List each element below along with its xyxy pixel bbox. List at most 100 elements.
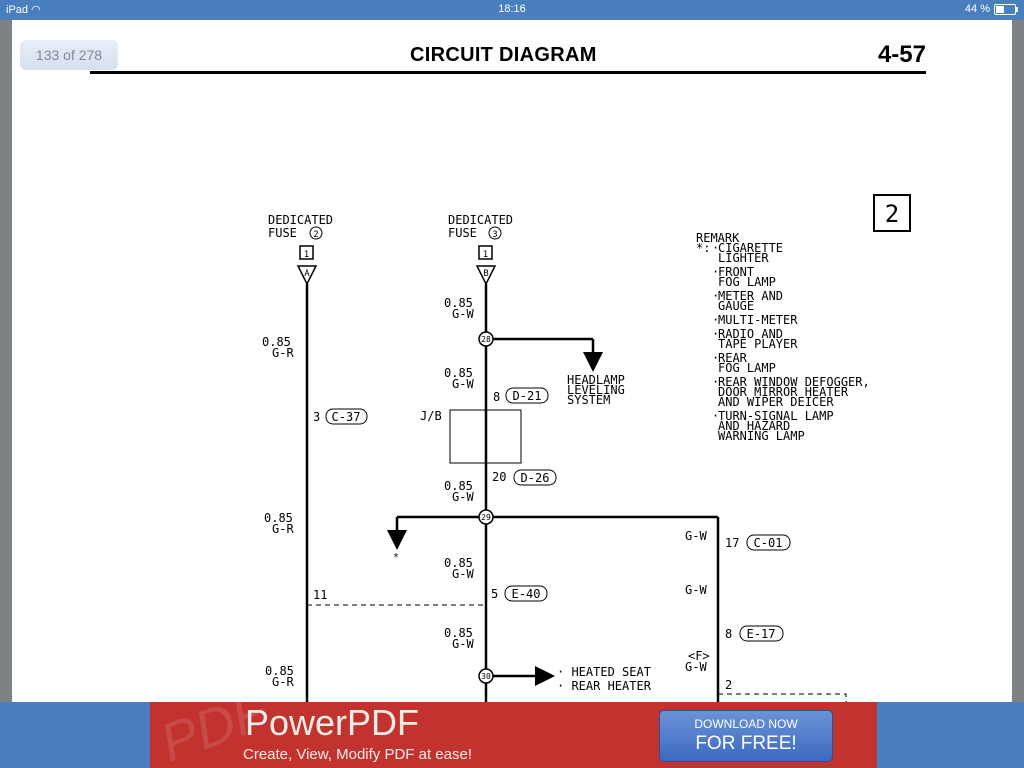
battery-percent: 44 %: [964, 3, 990, 15]
pdf-page[interactable]: [12, 20, 1012, 702]
wire-size-label: 0.85: [264, 511, 293, 525]
wire-color-label: G-R: [272, 675, 294, 689]
connector-id-box: [513, 469, 557, 486]
junction-block-box: [449, 409, 522, 464]
connector-id: C-01: [754, 536, 783, 550]
headlamp-label: LEVELING: [567, 383, 625, 397]
remark-marker: *:: [696, 241, 710, 255]
wire-size-label: 0.85: [444, 366, 473, 380]
remark-item: ·METER AND: [712, 289, 783, 303]
connector-id: C-37: [332, 410, 361, 424]
connector-pin: 17: [725, 536, 739, 550]
fuse-b-label-2: FUSE: [448, 226, 477, 240]
fuse-a-connector: 1: [304, 250, 309, 260]
headlamp-label: SYSTEM: [567, 393, 610, 407]
shield-dashed-line-right: [718, 693, 847, 702]
sheet-number: 2: [885, 200, 899, 228]
wire-size-label: 0.85: [444, 626, 473, 640]
download-button[interactable]: DOWNLOAD NOW FOR FREE!: [659, 710, 833, 762]
remark-item: ·CIGARETTE: [712, 241, 783, 255]
connector-pin: 3: [313, 410, 320, 424]
junction-block-label: J/B: [420, 409, 442, 423]
download-button-line2: FOR FREE!: [695, 733, 797, 754]
junction-28: [478, 331, 494, 347]
document-page-number: 4-57: [877, 41, 926, 68]
remark-item: FOG LAMP: [718, 361, 776, 375]
remark-item: GAUGE: [718, 299, 754, 313]
connector-id-box: [746, 534, 791, 551]
remark-item: LIGHTER: [718, 251, 769, 265]
remark-item: FOG LAMP: [718, 275, 776, 289]
wire-size-label: 0.85: [444, 479, 473, 493]
fuse-b-label-1: DEDICATED: [448, 213, 513, 227]
wire-color-label: G-W: [452, 490, 474, 504]
asterisk-marker: *: [393, 552, 399, 563]
connector-id: E-40: [512, 587, 541, 601]
remark-item: ·FRONT: [712, 265, 754, 279]
junction-30: [478, 668, 494, 684]
remark-item: ·REAR: [712, 351, 748, 365]
wire-size-label: 0.85: [262, 335, 291, 349]
remark-title: REMARK: [696, 231, 740, 245]
wire-color-label: G-R: [272, 522, 294, 536]
fuse-b-number-circle: [488, 226, 502, 240]
wire-size-label: 0.85: [444, 296, 473, 310]
connector-pin: 8: [493, 390, 500, 404]
remark-item: ·REAR WINDOW DEFOGGER,: [712, 375, 870, 389]
remark-item: DOOR MIRROR HEATER: [718, 385, 849, 399]
wire-color-label: G-W: [685, 660, 707, 674]
fuse-a-connector-box: [299, 245, 314, 260]
connector-id-box: [739, 625, 784, 642]
connector-id-box: [505, 387, 549, 404]
fuse-a-terminal: A: [304, 269, 310, 279]
connector-id: E-17: [747, 627, 776, 641]
connector-pin: 5: [491, 587, 498, 601]
connector-pin: 20: [492, 470, 506, 484]
fuse-b-connector-box: [478, 245, 493, 260]
wire-note-f: <F>: [688, 649, 710, 663]
wire-color-label: G-W: [452, 377, 474, 391]
sheet-number-box: [873, 194, 911, 232]
fuse-b-connector: 1: [483, 250, 488, 260]
wire-color-label: G-W: [685, 529, 707, 543]
remark-item: TAPE PLAYER: [718, 337, 798, 351]
status-bar: iPad ◠ 18:16 44 %: [0, 0, 1024, 20]
junction-30-label: 30: [481, 672, 491, 681]
connector-pin: 11: [313, 588, 327, 602]
remark-item: WARNING LAMP: [718, 429, 805, 443]
remark-item: AND WIPER DEICER: [718, 395, 834, 409]
remark-item: AND HAZARD: [718, 419, 790, 433]
wire-size-label: 0.85: [444, 556, 473, 570]
remark-item: ·MULTI-METER: [712, 313, 798, 327]
clock: 18:16: [498, 3, 526, 15]
wifi-icon: ◠: [31, 4, 41, 16]
fuse-b-terminal-triangle: [475, 265, 497, 286]
ad-banner[interactable]: PDF PowerPDF Create, View, Modify PDF at…: [150, 702, 877, 768]
document-title: CIRCUIT DIAGRAM: [410, 44, 597, 66]
junction-28-label: 28: [481, 335, 491, 344]
connector-pin: 8: [725, 627, 732, 641]
wire-color-label: G-R: [272, 346, 294, 360]
remark-item: ·TURN-SIGNAL LAMP: [712, 409, 834, 423]
ad-tagline: Create, View, Modify PDF at ease!: [243, 746, 472, 763]
wire-color-label: G-W: [685, 583, 707, 597]
device-label: iPad ◠: [6, 4, 41, 16]
wire-color-label: G-W: [452, 567, 474, 581]
fuse-a-label-1: DEDICATED: [268, 213, 333, 227]
remark-item: ·RADIO AND: [712, 327, 783, 341]
junction-29-label: 29: [481, 513, 491, 522]
fuse-b-terminal: B: [483, 269, 488, 279]
output-rear-heater: · REAR HEATER: [557, 679, 652, 693]
ad-brand: PowerPDF: [245, 702, 420, 743]
wire-color-label: G-W: [452, 307, 474, 321]
connector-id: D-26: [521, 471, 550, 485]
fuse-a-number-circle: [309, 226, 323, 240]
connector-id-box: [325, 408, 368, 425]
output-heated-seat: · HEATED SEAT: [557, 665, 651, 679]
wire-size-label: 0.85: [265, 664, 294, 678]
fuse-a-number: 2: [313, 230, 318, 240]
header-rule: [90, 71, 926, 74]
download-button-line1: DOWNLOAD NOW: [694, 717, 798, 731]
fuse-a-label-2: FUSE: [268, 226, 297, 240]
